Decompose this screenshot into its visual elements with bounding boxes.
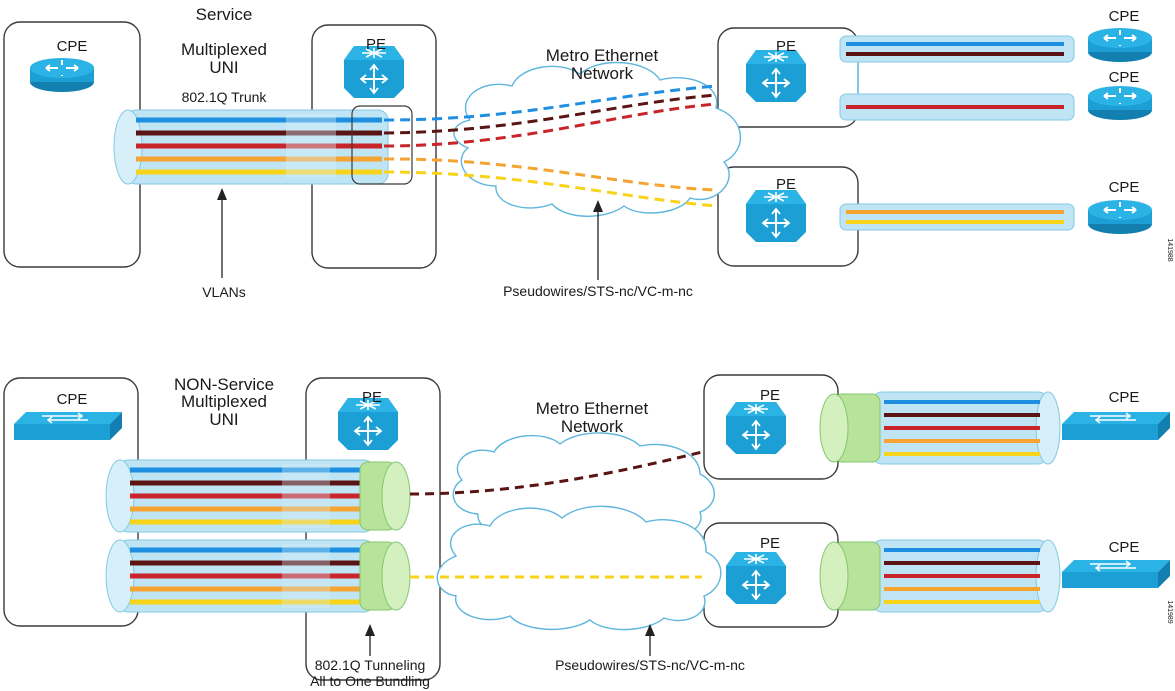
- pseudowire-upper: [409, 450, 703, 496]
- pseudowires-label: Pseudowires/STS-nc/VC-m-nc: [503, 283, 693, 299]
- tunnel-bundle-upper-end: [381, 461, 411, 531]
- title-line-3: UNI: [209, 58, 238, 77]
- tunnel-tube-lower-end: [105, 539, 135, 613]
- vlan-lines-lower: [130, 547, 368, 605]
- tunnel-tube-upper-end: [105, 459, 135, 533]
- pe-right-lower-label: PE: [776, 176, 796, 193]
- network-line-1: Metro Ethernet: [536, 399, 649, 418]
- pe-right-lower-switch-icon: [725, 551, 787, 605]
- pe-right-upper-label: PE: [776, 38, 796, 55]
- cpe-right-3-label: CPE: [1109, 179, 1140, 196]
- pe-right-upper-switch-icon: [725, 401, 787, 455]
- trunk-overlap: [286, 114, 336, 178]
- title-line-1: NON-Service: [174, 375, 274, 394]
- cpe-tube-3: [839, 203, 1075, 231]
- figure-id: 141989: [1166, 600, 1173, 623]
- pe-left-label: PE: [362, 389, 382, 406]
- cpe-right-1-switch-icon: [1061, 411, 1171, 441]
- vlans-label: VLANs: [202, 284, 246, 300]
- cpe-left-label: CPE: [57, 391, 88, 408]
- cpe-right-2-label: CPE: [1109, 539, 1140, 556]
- cpe-tube-1: [839, 35, 1075, 63]
- cpe-right-1-label: CPE: [1109, 8, 1140, 25]
- pe-right-lower-switch-icon: [745, 189, 807, 243]
- trunk-label: 802.1Q Trunk: [182, 89, 268, 105]
- pe-right-upper-label: PE: [760, 387, 780, 404]
- cpe-right-2-switch-icon: [1061, 559, 1171, 589]
- title-line-3: UNI: [209, 410, 238, 429]
- tunnel-bundle-lower-end: [381, 541, 411, 611]
- vlan-lines: [136, 117, 382, 175]
- vlan-lines-right-upper: [884, 400, 1040, 456]
- pe-left-label: PE: [366, 36, 386, 53]
- cpe-right-3-router-icon: [1087, 199, 1153, 235]
- cpe-left-router-icon: [29, 57, 95, 93]
- vlan-arrow: [217, 188, 227, 278]
- cpe-right-2-label: CPE: [1109, 69, 1140, 86]
- pe-left-switch-icon: [343, 45, 405, 99]
- metro-cloud: [453, 61, 741, 217]
- pe-port-box: [351, 105, 413, 185]
- bottom-diagram: CPE NON-Service Multiplexed UNI PE Metro…: [3, 374, 1173, 689]
- vlan-lines-right-lower: [884, 548, 1040, 604]
- tunneling-arrow: [365, 624, 375, 656]
- cpe-right-2-router-icon: [1087, 85, 1153, 121]
- top-diagram: CPE Service Multiplexed UNI 802.1Q Trunk…: [3, 5, 1173, 300]
- pe-right-upper-switch-icon: [745, 49, 807, 103]
- title-line-2: Multiplexed: [181, 392, 267, 411]
- cpe-right-1-router-icon: [1087, 27, 1153, 63]
- cpe-left-label: CPE: [57, 38, 88, 55]
- network-line-2: Network: [571, 64, 634, 83]
- pseudowire-lines: [383, 84, 717, 208]
- cpe-right-1-label: CPE: [1109, 389, 1140, 406]
- figure-id: 141988: [1166, 238, 1173, 261]
- metro-cloud-lower: [436, 505, 722, 631]
- network-line-1: Metro Ethernet: [546, 46, 659, 65]
- title-line-1: Service: [196, 5, 253, 24]
- tunneling-label-line-2: All to One Bundling: [310, 673, 430, 689]
- pw-arrow: [593, 200, 603, 280]
- network-line-2: Network: [561, 417, 624, 436]
- pseudowires-label: Pseudowires/STS-nc/VC-m-nc: [555, 657, 745, 673]
- cpe-left-switch-icon: [13, 411, 123, 441]
- pe-right-lower-label: PE: [760, 535, 780, 552]
- pw-arrow: [645, 624, 655, 656]
- vlan-lines-upper: [130, 467, 368, 525]
- title-line-2: Multiplexed: [181, 40, 267, 59]
- tunneling-label-line-1: 802.1Q Tunneling: [315, 657, 426, 673]
